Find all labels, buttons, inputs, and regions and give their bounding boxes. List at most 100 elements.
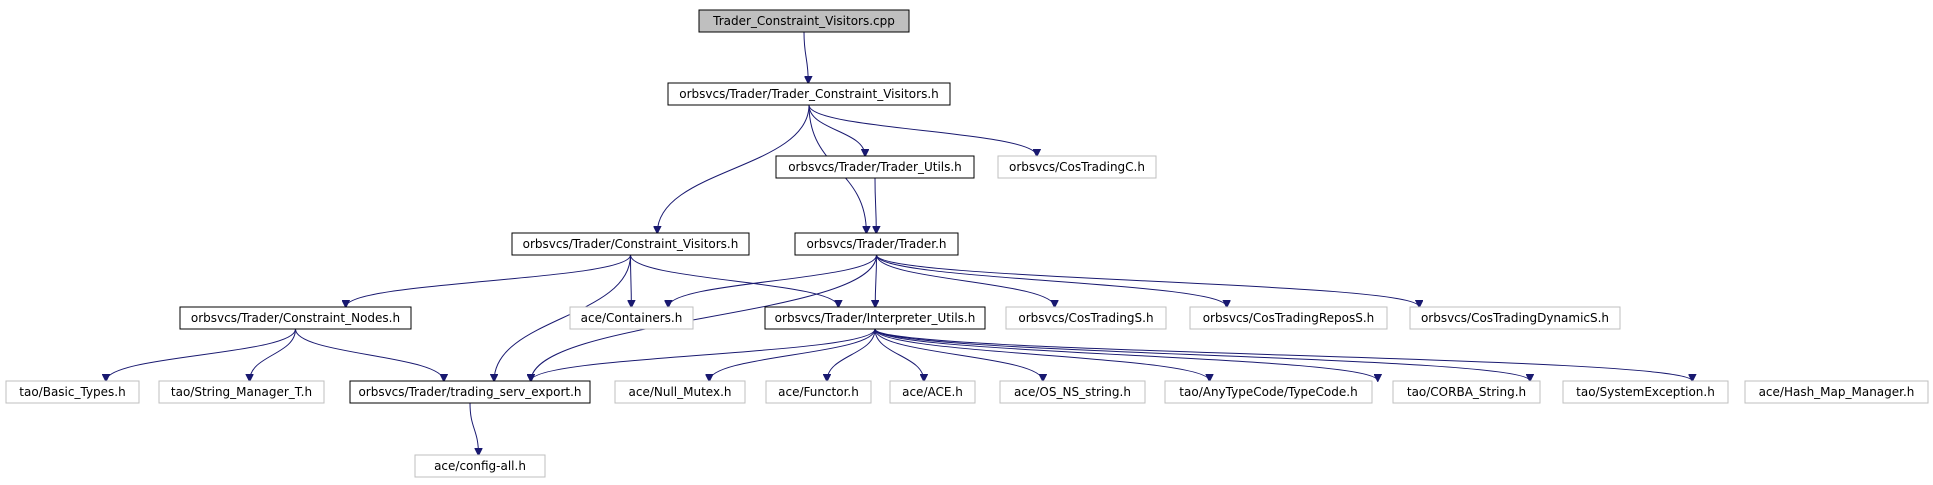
node-trader-h[interactable]: orbsvcs/Trader/Trader.h [794,232,959,256]
node-label: orbsvcs/Trader/Constraint_Nodes.h [191,311,400,325]
node-box [414,454,546,478]
node-functor: ace/Functor.h [765,380,872,404]
edge-constraint_nodes-to-trading_export [295,328,444,381]
node-box [999,380,1146,404]
edge-tcv_h-to-trader_utils [808,104,865,156]
node-box [1005,306,1167,330]
edge-trader_h-to-costradings [876,254,1055,307]
edge-trader_h-to-costradingrepos [876,254,1227,307]
edge-interpreter_utils-to-hash_map [874,328,1692,381]
node-label: ace/config-all.h [434,459,526,473]
node-box [5,380,140,404]
node-label: ace/Containers.h [581,311,683,325]
node-typecode: tao/AnyTypeCode/TypeCode.h [1164,380,1373,404]
node-costradingc: orbsvcs/CosTradingC.h [997,155,1157,179]
node-box [698,9,910,33]
graph-edges [106,31,1692,455]
node-label: tao/Basic_Types.h [19,385,125,399]
node-containers: ace/Containers.h [569,306,694,330]
node-box [511,232,750,256]
node-box [667,82,951,106]
node-costradingdyn: orbsvcs/CosTradingDynamicS.h [1409,306,1621,330]
edge-interpreter_utils-to-functor [827,328,876,381]
node-config-all: ace/config-all.h [414,454,546,478]
node-null-mutex: ace/Null_Mutex.h [614,380,746,404]
node-label: orbsvcs/CosTradingReposS.h [1203,311,1375,325]
node-box [1744,380,1929,404]
node-tcv-h[interactable]: orbsvcs/Trader/Trader_Constraint_Visitor… [667,82,951,106]
node-label: ace/Functor.h [778,385,859,399]
node-box [158,380,325,404]
edge-constraint_visitors-to-interpreter_utils [630,254,839,307]
node-costradingrepos: orbsvcs/CosTradingReposS.h [1189,306,1388,330]
node-system-exception: tao/SystemException.h [1562,380,1729,404]
node-label: ace/Hash_Map_Manager.h [1759,385,1915,399]
edge-trader_utils-to-trader_h [875,177,876,233]
node-label: orbsvcs/CosTradingC.h [1009,160,1145,174]
node-box [179,306,412,330]
node-label: orbsvcs/Trader/Interpreter_Utils.h [775,311,976,325]
node-label: orbsvcs/Trader/trading_serv_export.h [358,385,581,399]
node-label: ace/Null_Mutex.h [629,385,732,399]
node-box [775,155,975,179]
node-box [889,380,976,404]
node-box [794,232,959,256]
edge-constraint_visitors-to-trading_export [494,254,631,381]
node-label: tao/CORBA_String.h [1407,385,1526,399]
node-box [1164,380,1373,404]
node-label: orbsvcs/CosTradingDynamicS.h [1421,311,1609,325]
edge-tcv_h-to-constraint_visitors [657,104,810,233]
node-box [1409,306,1621,330]
node-label: orbsvcs/Trader/Trader_Utils.h [788,160,962,174]
node-trading-export[interactable]: orbsvcs/Trader/trading_serv_export.h [349,380,591,404]
node-os-ns-string: ace/OS_NS_string.h [999,380,1146,404]
node-cpp[interactable]: Trader_Constraint_Visitors.cpp [698,9,910,33]
node-label: orbsvcs/Trader/Trader_Constraint_Visitor… [679,87,939,101]
node-box [997,155,1157,179]
edge-constraint_visitors-to-constraint_nodes [346,254,631,307]
edge-constraint_nodes-to-basic_types [106,328,296,381]
node-interpreter-utils[interactable]: orbsvcs/Trader/Interpreter_Utils.h [764,306,986,330]
node-ace: ace/ACE.h [889,380,976,404]
edge-cpp-to-tcv_h [803,31,808,83]
node-box [1189,306,1388,330]
edge-trader_h-to-trading_export [531,254,877,381]
node-label: tao/AnyTypeCode/TypeCode.h [1179,385,1357,399]
edge-trader_h-to-costradingdyn [876,254,1420,307]
node-box [765,380,872,404]
node-constraint-visitors[interactable]: orbsvcs/Trader/Constraint_Visitors.h [511,232,750,256]
edge-interpreter_utils-to-ace [874,328,924,381]
edge-trader_h-to-containers [668,254,877,307]
node-trader-utils[interactable]: orbsvcs/Trader/Trader_Utils.h [775,155,975,179]
node-box [1392,380,1541,404]
edge-constraint_nodes-to-string_manager [250,328,296,381]
edge-interpreter_utils-to-system_exception [874,328,1530,381]
edge-interpreter_utils-to-os_ns_string [874,328,1043,381]
node-label: orbsvcs/Trader/Constraint_Visitors.h [523,237,739,251]
node-costradings: orbsvcs/CosTradingS.h [1005,306,1167,330]
graph-nodes: Trader_Constraint_Visitors.cpp orbsvcs/Tr… [5,9,1929,478]
edge-interpreter_utils-to-corba_string [874,328,1378,381]
node-hash-map: ace/Hash_Map_Manager.h [1744,380,1929,404]
node-basic-types: tao/Basic_Types.h [5,380,140,404]
edge-interpreter_utils-to-typecode [874,328,1209,381]
node-label: tao/SystemException.h [1576,385,1715,399]
node-box [1562,380,1729,404]
node-label: ace/OS_NS_string.h [1014,385,1131,399]
node-string-manager: tao/String_Manager_T.h [158,380,325,404]
node-label: orbsvcs/Trader/Trader.h [806,237,946,251]
node-box [614,380,746,404]
edge-trader_h-to-interpreter_utils [875,254,876,307]
node-box [764,306,986,330]
edge-tcv_h-to-costradingc [808,104,1037,156]
node-label: Trader_Constraint_Visitors.cpp [712,14,895,28]
edge-interpreter_utils-to-trading_export [531,328,876,381]
node-label: orbsvcs/CosTradingS.h [1018,311,1153,325]
node-label: ace/ACE.h [902,385,963,399]
node-constraint-nodes[interactable]: orbsvcs/Trader/Constraint_Nodes.h [179,306,412,330]
node-label: tao/String_Manager_T.h [171,385,312,399]
edge-interpreter_utils-to-null_mutex [709,328,876,381]
node-box [569,306,694,330]
edge-constraint_visitors-to-containers [631,254,632,307]
